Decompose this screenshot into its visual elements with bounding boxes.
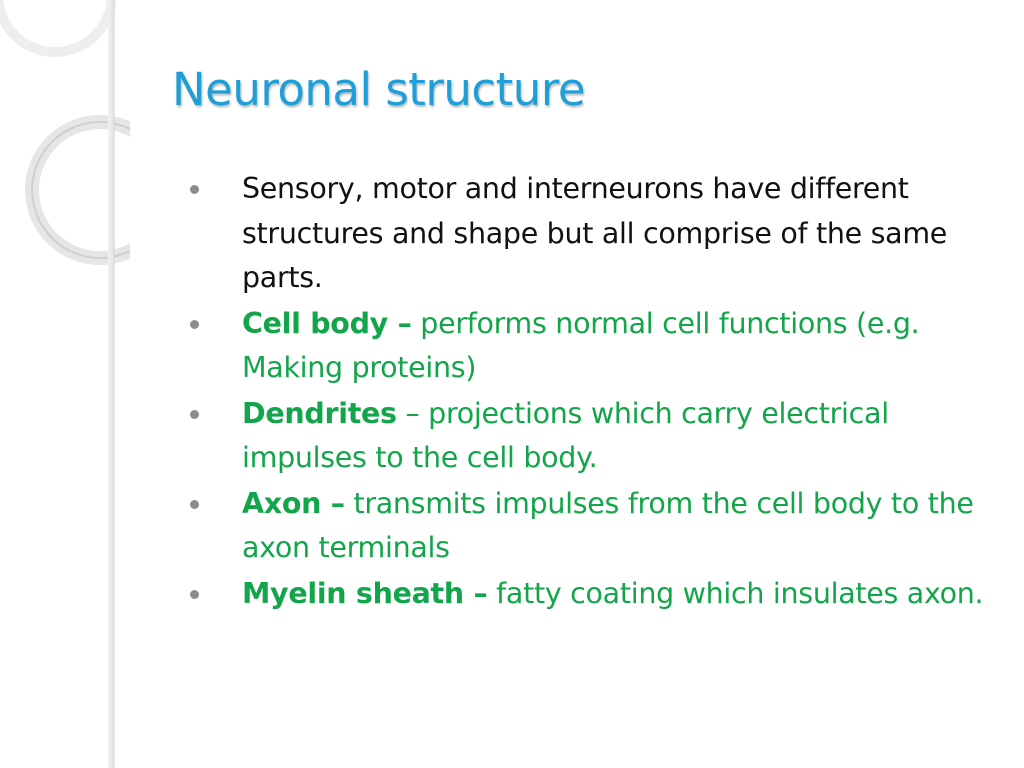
bullet-item-axon: Axon – transmits impulses from the cell …	[190, 482, 990, 571]
bullet-text: Sensory, motor and interneurons have dif…	[242, 172, 948, 294]
top-ring	[0, 0, 117, 57]
bullet-item-neuron-types: Sensory, motor and interneurons have dif…	[190, 167, 990, 301]
bullet-item-myelin-sheath: Myelin sheath – fatty coating which insu…	[190, 572, 990, 617]
bullet-term: Cell body –	[242, 306, 412, 340]
middle-ring	[25, 115, 130, 265]
bullet-term: Axon –	[242, 486, 345, 520]
bullet-term: Dendrites	[242, 396, 397, 430]
bullet-text: performs normal cell functions (e.g. Mak…	[242, 306, 920, 385]
bullet-item-cell-body: Cell body – performs normal cell functio…	[190, 302, 990, 391]
middle-ring-inner	[31, 121, 130, 259]
bullet-text: – projections which carry electrical imp…	[242, 396, 889, 475]
bullet-text: transmits impulses from the cell body to…	[242, 486, 974, 565]
bullet-dot-icon	[190, 409, 199, 419]
side-edge-bar	[108, 0, 114, 768]
slide-title: Neuronal structure	[172, 63, 586, 116]
bullet-dot-icon	[190, 499, 199, 509]
bullet-dot-icon	[190, 185, 199, 194]
bullet-dot-icon	[190, 589, 199, 599]
bullet-list: Sensory, motor and interneurons have dif…	[190, 167, 990, 617]
bullet-item-dendrites: Dendrites – projections which carry elec…	[190, 392, 990, 481]
decorative-rings	[0, 0, 130, 768]
bullet-text: fatty coating which insulates axon.	[487, 576, 984, 610]
bullet-dot-icon	[190, 319, 199, 329]
bullet-term: Myelin sheath –	[242, 576, 488, 610]
